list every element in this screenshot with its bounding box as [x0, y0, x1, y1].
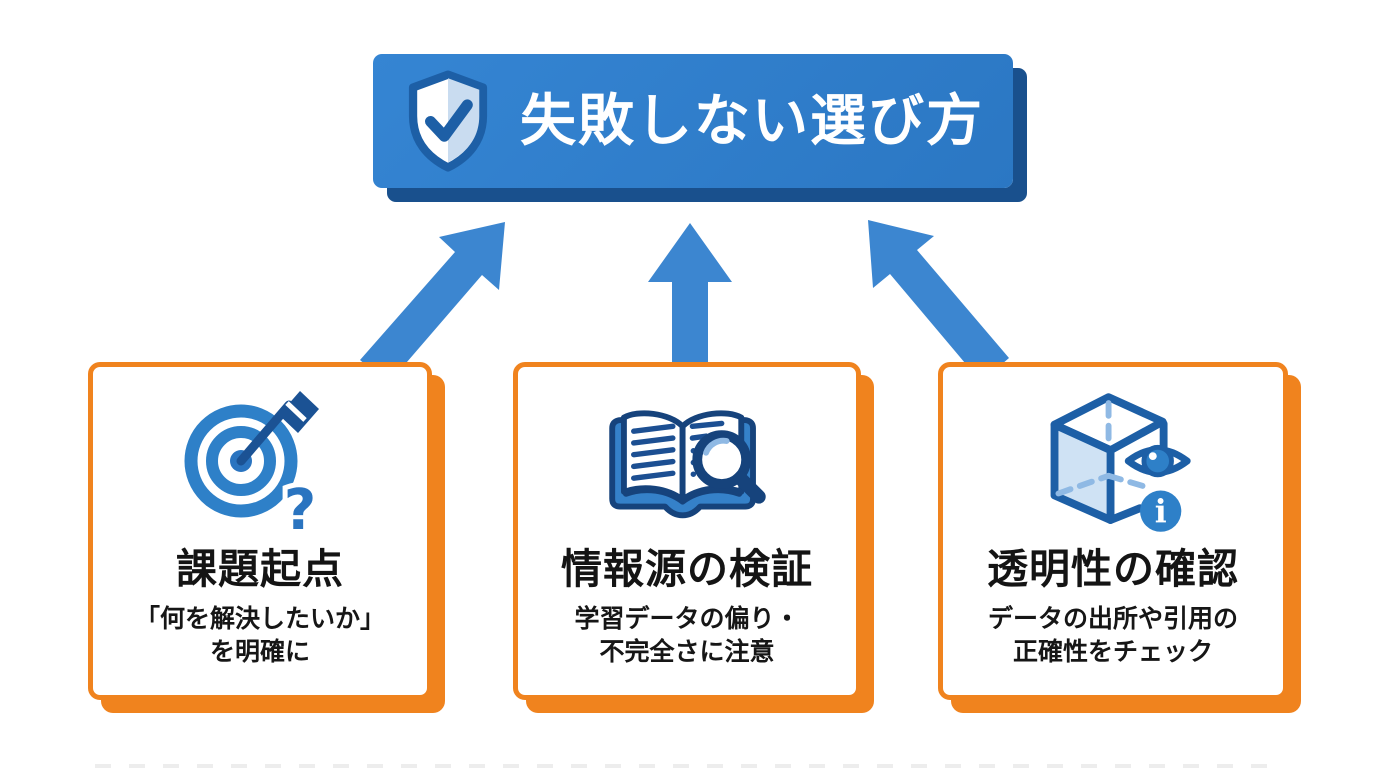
- shield-check-icon: [408, 69, 488, 172]
- subtitle-line: を明確に: [209, 638, 310, 667]
- subtitle-line: 「何を解決したいか」: [134, 604, 385, 633]
- card-transparency-check-subtitle: データの出所や引用の 正確性をチェック: [988, 603, 1238, 670]
- card-source-verification: 情報源の検証 学習データの偏り・ 不完全さに注意: [513, 362, 861, 700]
- subtitle-line: 不完全さに注意: [599, 638, 775, 667]
- cube-hidden-edges: [1055, 400, 1148, 497]
- arrow-from-right-card-shape: [868, 220, 1009, 382]
- card-transparency-check-title: 透明性の確認: [987, 546, 1239, 592]
- card-problem-origin-icon-box: ?: [183, 381, 338, 545]
- arrow-from-left-card-shape: [360, 222, 505, 384]
- question-mark-glyph: ?: [283, 478, 315, 543]
- subtitle-line: 正確性をチェック: [1012, 638, 1213, 667]
- banner-title: 失敗しない選び方: [520, 89, 984, 152]
- info-badge: [1140, 490, 1182, 532]
- card-problem-origin: ? 課題起点 「何を解決したいか」 を明確に: [88, 362, 432, 700]
- target-dart-question-icon: ?: [184, 391, 321, 543]
- arrow-from-middle-card-shape: [648, 223, 732, 366]
- bottom-cutoff-text-artifact: [95, 764, 1285, 768]
- card-transparency-check: i 透明性の確認 データの出所や引用の 正確性をチェック: [938, 362, 1288, 700]
- card-source-verification-icon-box: [596, 381, 778, 545]
- card-problem-origin-subtitle: 「何を解決したいか」 を明確に: [135, 603, 385, 670]
- header-banner: 失敗しない選び方: [373, 54, 1013, 188]
- cube-eye-info-icon: i: [1050, 393, 1191, 532]
- info-i-glyph: i: [1155, 493, 1167, 530]
- card-source-verification-subtitle: 学習データの偏り・ 不完全さに注意: [574, 603, 799, 670]
- checkmark-glyph: [425, 98, 473, 142]
- card-transparency-check-icon-box: i: [1027, 381, 1199, 545]
- open-book-magnifier-icon: [609, 410, 766, 519]
- magnifier-handle: [733, 471, 766, 504]
- card-source-verification-title: 情報源の検証: [561, 546, 813, 592]
- subtitle-line: 学習データの偏り・: [574, 604, 800, 633]
- card-problem-origin-title: 課題起点: [176, 546, 344, 592]
- subtitle-line: データの出所や引用の: [987, 604, 1238, 633]
